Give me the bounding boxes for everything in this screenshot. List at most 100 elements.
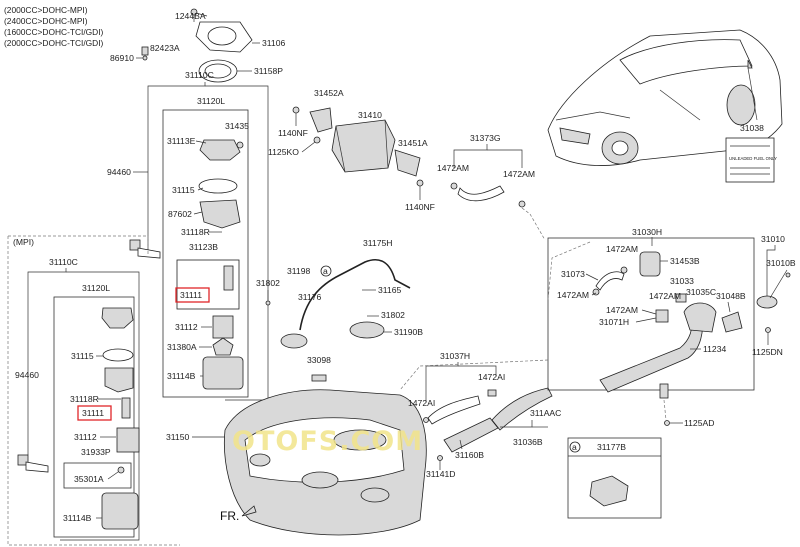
label-31452A: 31452A	[314, 88, 344, 98]
pump-bracket-87602	[199, 199, 241, 229]
clip-82423A	[141, 46, 149, 56]
label-1244BA: 1244BA	[175, 11, 206, 21]
label-31010B: 31010B	[766, 258, 796, 268]
valve-31190B	[349, 321, 385, 339]
hose-31160B	[443, 417, 499, 453]
mpi-pump-parts	[101, 307, 140, 530]
fuel-label-text: UNLEADED FUEL ONLY	[729, 156, 777, 161]
mpi-group-border	[8, 235, 149, 255]
label-1472AI-left: 1472AI	[408, 398, 435, 408]
valve-31176	[280, 333, 308, 349]
label-31118R-mpi: 31118R	[70, 394, 99, 404]
watermark: OTOFS.COM	[232, 426, 423, 457]
label-31112-mpi: 31112	[74, 432, 97, 442]
label-94460-mpi: 94460	[15, 370, 39, 380]
label-31802-right: 31802	[381, 310, 405, 320]
label-31435: 31435	[225, 121, 249, 131]
reservoir-31114B	[202, 356, 244, 390]
label-31035C: 31035C	[686, 287, 716, 297]
label-31010: 31010	[761, 234, 785, 244]
pump-top-31113E	[199, 139, 241, 161]
engine-note-2: (2400CC>DOHC-MPI)	[4, 16, 88, 26]
label-31176: 31176	[298, 292, 321, 302]
label-31112: 31112	[175, 322, 198, 332]
engine-note-1: (2000CC>DOHC-MPI)	[4, 5, 88, 15]
pump-cover-parts	[141, 8, 253, 83]
label-1472AM-f: 1472AM	[606, 305, 638, 315]
label-31071H: 31071H	[599, 317, 629, 327]
hose-31037H	[427, 395, 481, 425]
label-33098: 33098	[307, 355, 331, 365]
label-1472AM-d: 1472AM	[649, 291, 681, 301]
regulator-31380A	[212, 337, 234, 356]
label-311AAC: 311AAC	[530, 408, 561, 418]
front-arrow-icon	[241, 505, 257, 517]
label-31165: 31165	[378, 285, 401, 295]
label-31177B: 31177B	[597, 442, 626, 452]
label-31073: 31073	[561, 269, 585, 279]
engine-note-4: (2000CC>DOHC-TCI/GDI)	[4, 38, 104, 48]
label-31150: 31150	[166, 432, 189, 442]
label-31037H: 31037H	[440, 351, 470, 361]
vent-tube-31175H	[299, 258, 411, 331]
clip-33098	[311, 374, 327, 382]
ref-a: a	[323, 266, 328, 276]
fuel-cap-31010	[756, 269, 791, 333]
label-31123B: 31123B	[189, 242, 218, 252]
label-86910: 86910	[110, 53, 134, 63]
label-31160B: 31160B	[455, 450, 484, 460]
label-31158P: 31158P	[254, 66, 283, 76]
label-1472AM-c: 1472AM	[606, 244, 638, 254]
clip-31177B	[589, 475, 629, 507]
label-31451A: 31451A	[398, 138, 428, 148]
label-82423A: 82423A	[150, 43, 180, 53]
cover-plate-hole	[207, 26, 237, 46]
label-31410: 31410	[358, 110, 382, 120]
filler-neck-box	[547, 237, 755, 391]
label-31141D: 31141D	[426, 469, 455, 479]
label-31038: 31038	[740, 123, 764, 133]
front-label: FR.	[220, 509, 239, 523]
label-11234: 11234	[703, 344, 726, 354]
bolt-1125AD	[664, 420, 670, 426]
label-1125DN: 1125DN	[752, 347, 783, 357]
label-31118R: 31118R	[181, 227, 210, 237]
hose-31373G	[457, 185, 505, 202]
highlight-31111	[175, 287, 210, 303]
mpi-label: (MPI)	[13, 237, 34, 247]
label-31120L: 31120L	[197, 96, 225, 106]
label-94460-upper: 94460	[107, 167, 131, 177]
label-31453B: 31453B	[670, 256, 700, 266]
label-35301A: 35301A	[74, 474, 104, 484]
label-1125KO: 1125KO	[268, 147, 299, 157]
label-31048B: 31048B	[716, 291, 746, 301]
label-31933P: 31933P	[81, 447, 111, 457]
label-31380A: 31380A	[167, 342, 197, 352]
detail-box-31177B	[567, 437, 662, 519]
label-1140NF-right: 1140NF	[405, 202, 435, 212]
pump-module-parts	[176, 139, 244, 390]
label-31113E: 31113E	[167, 136, 196, 146]
label-1125AD: 1125AD	[684, 418, 714, 428]
ref-circle-a-box	[569, 441, 581, 453]
connector-94460-upper	[129, 239, 161, 259]
ref-circle-a	[320, 265, 332, 277]
label-1472AM-a: 1472AM	[437, 163, 469, 173]
hose-31036B	[491, 387, 553, 431]
vehicle-illustration	[547, 29, 783, 166]
canister-31410	[292, 106, 424, 187]
label-31106: 31106	[262, 38, 285, 48]
label-1472AI-right: 1472AI	[478, 372, 505, 382]
filter-31112	[212, 315, 234, 339]
screw-86910	[142, 55, 148, 61]
pump-31111	[223, 265, 234, 291]
label-31110C-mpi: 31110C	[49, 257, 78, 267]
label-1140NF-left: 1140NF	[278, 128, 308, 138]
label-31114B-mpi: 31114B	[63, 513, 92, 523]
label-31120L-mpi: 31120L	[82, 283, 110, 293]
connector-94460-mpi	[17, 454, 49, 473]
label-1472AM-e: 1472AM	[557, 290, 589, 300]
ref-a-box: a	[572, 442, 577, 452]
engine-note-3: (1600CC>DOHC-TCI/GDI)	[4, 27, 104, 37]
